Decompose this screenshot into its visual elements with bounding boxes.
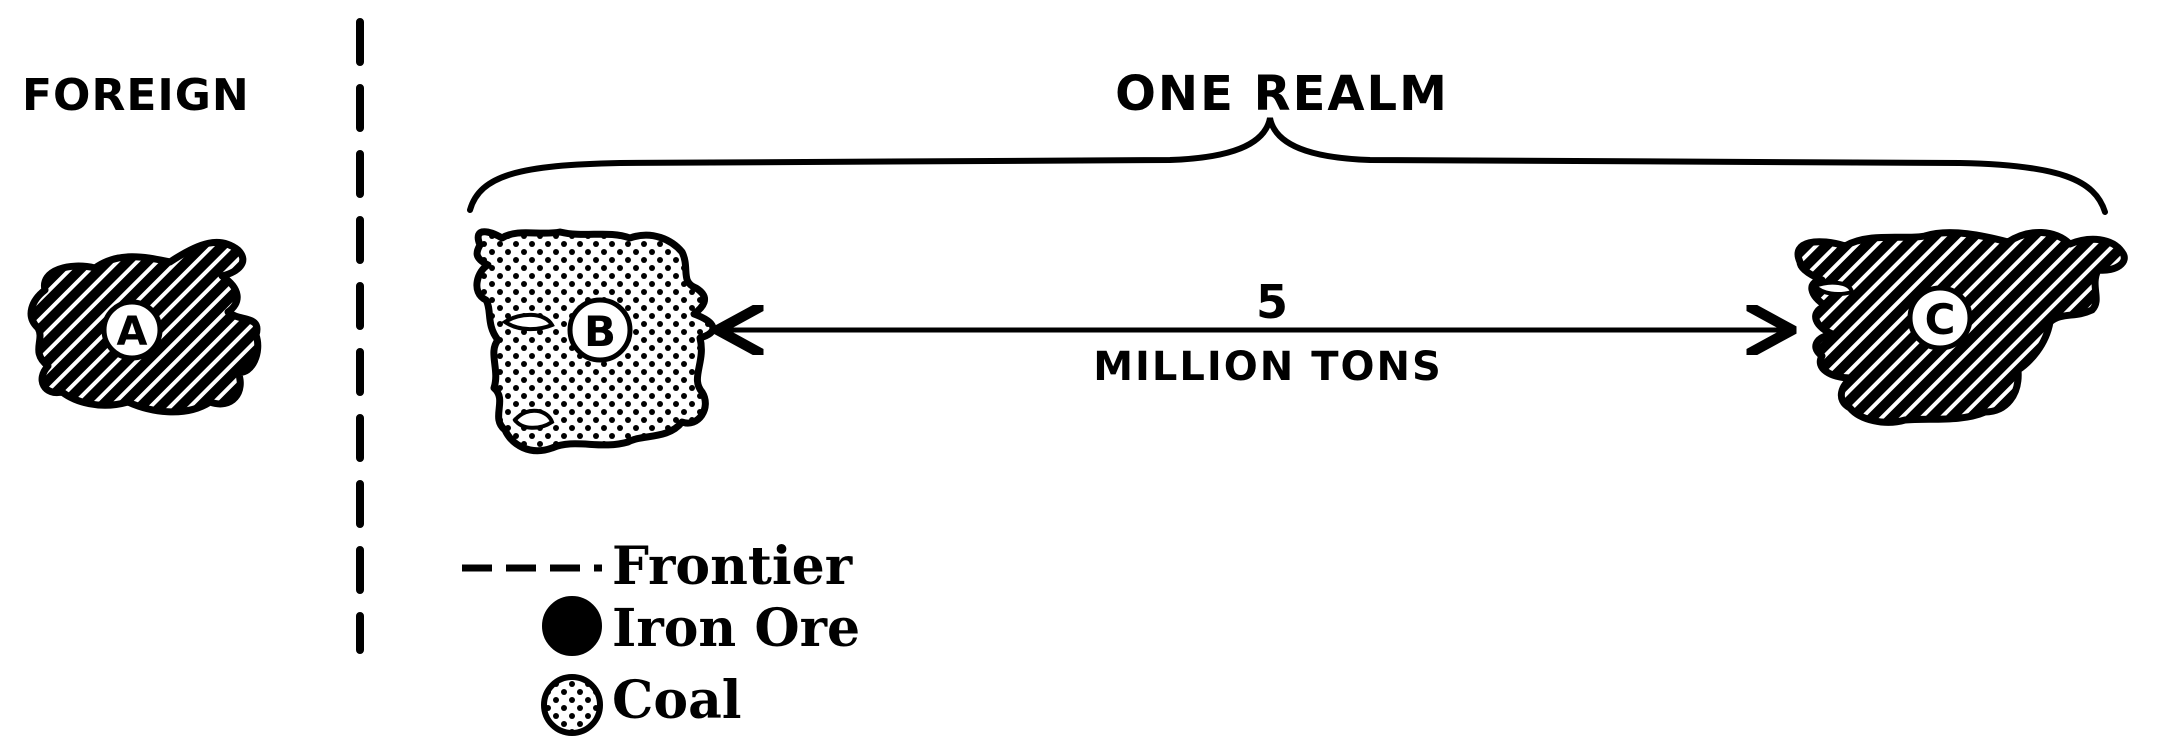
region-c-letter: C [1925,295,1956,344]
region-c: C [1794,228,2128,426]
region-c-notch [1811,280,1855,296]
legend: Frontier Iron Ore Coal [462,536,860,736]
one-realm-label: ONE REALM [1115,66,1449,122]
legend-coal-swatch [541,674,603,736]
legend-coal-label: Coal [612,670,742,731]
legend-iron-ore: Iron Ore [542,596,860,659]
distance-value: 5 [1256,275,1288,329]
realm-brace [467,117,2108,215]
region-b-letter: B [584,307,616,356]
legend-frontier-label: Frontier [612,536,853,597]
region-a-letter: A [117,309,148,355]
region-b: B [473,228,717,455]
region-a: A [27,238,262,416]
legend-coal: Coal [541,670,742,736]
region-b-inner-mark [501,312,555,332]
distance-unit: MILLION TONS [1093,344,1443,390]
legend-iron-ore-label: Iron Ore [612,598,860,659]
legend-frontier: Frontier [462,536,853,597]
foreign-label: FOREIGN [22,70,250,121]
legend-iron-ore-swatch [542,596,602,656]
region-b-inner-mark-2 [512,408,555,430]
